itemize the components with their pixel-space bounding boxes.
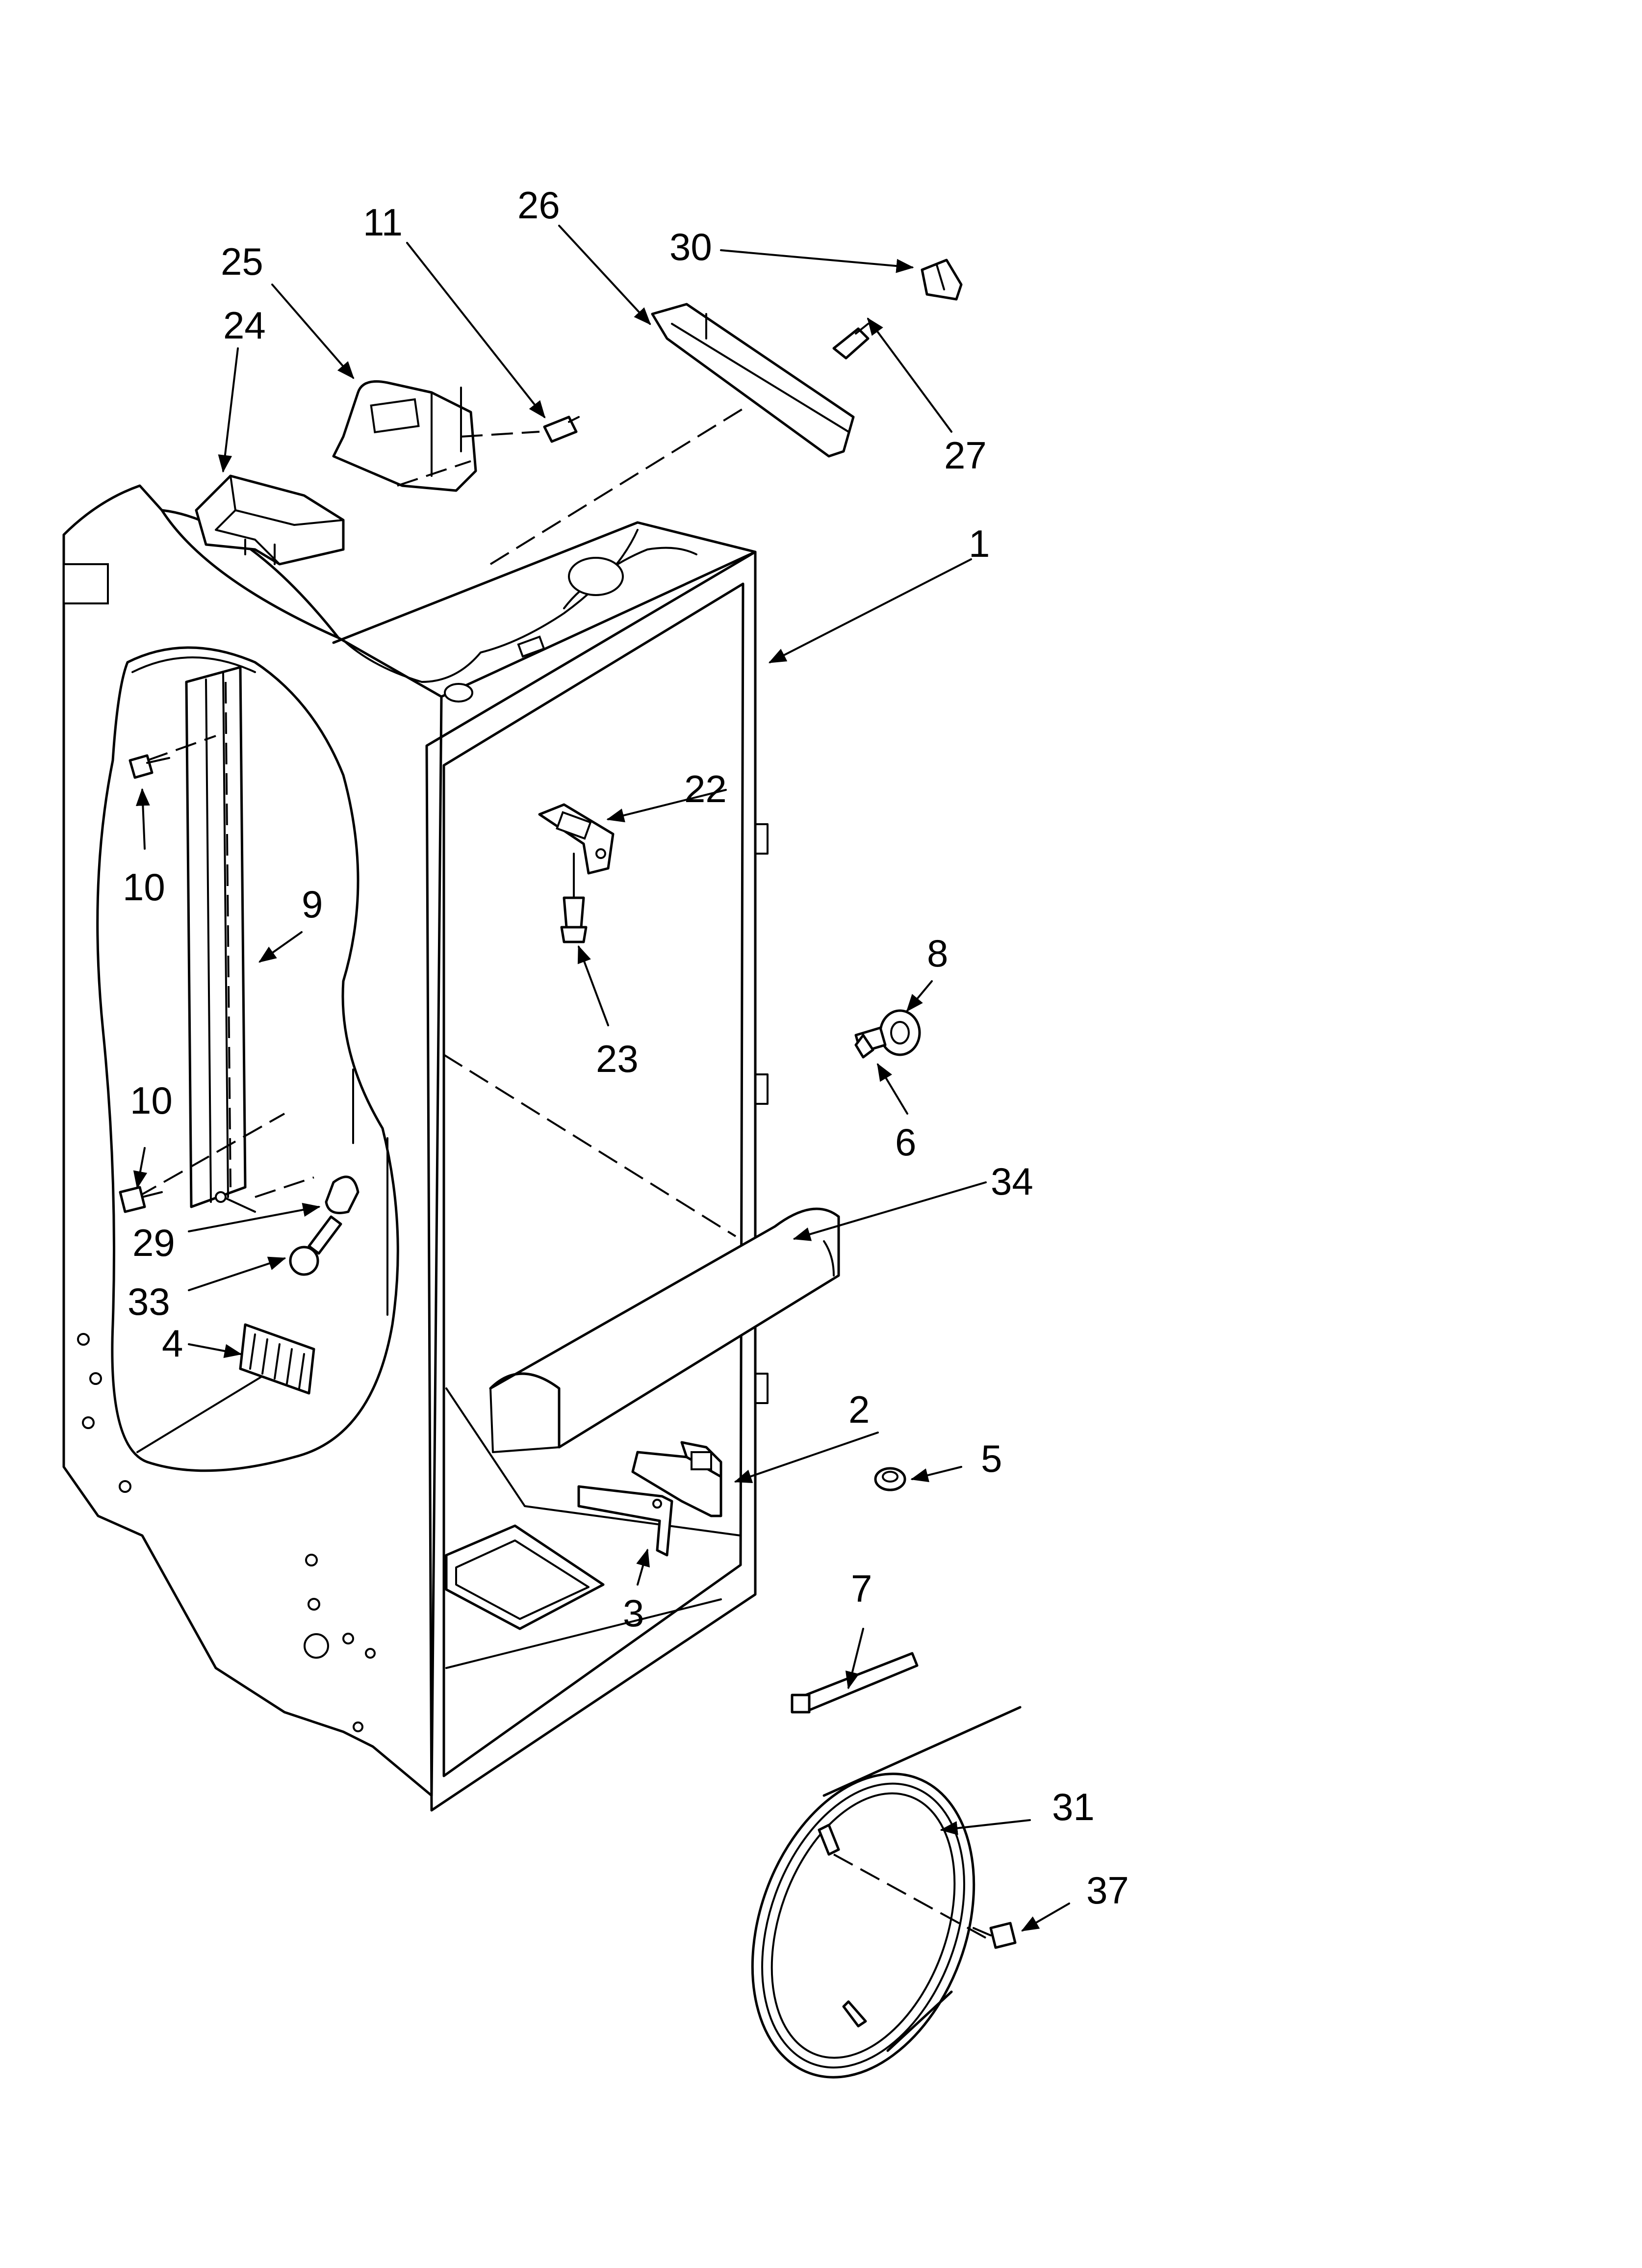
bracket-25 bbox=[332, 380, 477, 492]
callout-8: 8 bbox=[927, 932, 948, 975]
callout-23: 23 bbox=[596, 1037, 639, 1080]
callout-9: 9 bbox=[302, 883, 323, 926]
callout-3: 3 bbox=[623, 1591, 644, 1635]
washer-8 bbox=[879, 1009, 921, 1056]
screw-11 bbox=[543, 416, 580, 443]
cabinet-liner bbox=[62, 484, 769, 1812]
wire-harness-31 bbox=[751, 1706, 1022, 2079]
callout-1: 1 bbox=[969, 522, 990, 565]
callout-7: 7 bbox=[851, 1567, 872, 1610]
light-bulb-33 bbox=[289, 1215, 342, 1276]
callout-labels: 1 2 3 4 5 6 7 8 9 10 10 11 22 23 24 25 2… bbox=[123, 183, 1129, 1912]
callout-24: 24 bbox=[223, 304, 266, 347]
callout-29: 29 bbox=[132, 1221, 175, 1264]
control-housing-24 bbox=[195, 474, 345, 566]
callout-30: 30 bbox=[669, 225, 712, 268]
callout-33: 33 bbox=[128, 1280, 170, 1323]
callout-6: 6 bbox=[895, 1121, 916, 1164]
callout-26: 26 bbox=[517, 183, 560, 227]
screw-23 bbox=[560, 853, 588, 943]
callout-22: 22 bbox=[684, 767, 727, 810]
drip-trough-34 bbox=[489, 1207, 840, 1453]
mounting-bracket-2 bbox=[631, 1441, 722, 1517]
callout-27: 27 bbox=[944, 434, 987, 477]
callout-2: 2 bbox=[848, 1388, 870, 1431]
leader-arrows bbox=[133, 225, 1070, 1931]
screw-10-upper bbox=[128, 754, 170, 779]
callout-10-lower: 10 bbox=[130, 1079, 173, 1122]
screw-6 bbox=[854, 1026, 887, 1059]
callout-4: 4 bbox=[162, 1322, 183, 1365]
callout-34: 34 bbox=[991, 1160, 1033, 1203]
top-rail-26 bbox=[651, 303, 855, 458]
lamp-socket-29 bbox=[215, 1175, 359, 1214]
screw-10-lower bbox=[119, 1186, 163, 1213]
clip-30 bbox=[921, 259, 963, 301]
mounting-bracket-3 bbox=[577, 1485, 673, 1557]
vertical-shelf-rail bbox=[137, 666, 285, 1208]
screw-27 bbox=[832, 323, 870, 360]
callout-11: 11 bbox=[363, 201, 403, 244]
bracket-22 bbox=[538, 803, 615, 875]
callout-31: 31 bbox=[1052, 1785, 1095, 1828]
callout-37: 37 bbox=[1086, 1869, 1129, 1912]
callout-10-upper: 10 bbox=[123, 865, 165, 909]
grommet-5 bbox=[874, 1467, 906, 1491]
alignment-lines bbox=[397, 406, 746, 565]
callout-25: 25 bbox=[221, 240, 263, 283]
screw-37 bbox=[973, 1922, 1017, 1949]
callout-5: 5 bbox=[981, 1437, 1002, 1480]
